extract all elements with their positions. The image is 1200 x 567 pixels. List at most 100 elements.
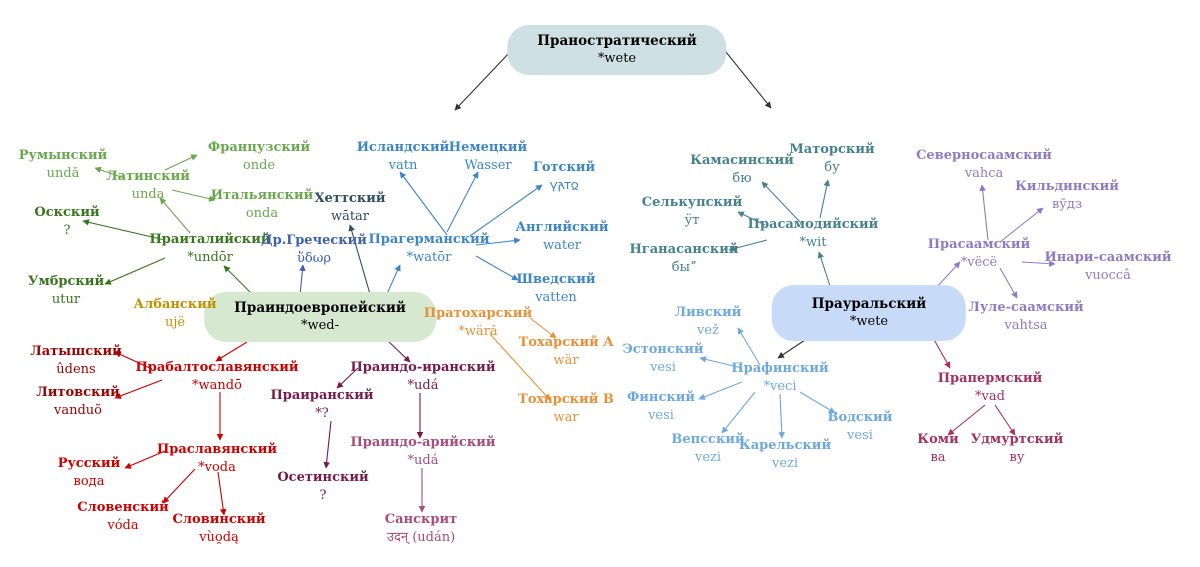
node-proto-balto-slavic: Прабалтославянский *wandō <box>135 359 298 395</box>
node-word: vahca <box>964 166 1004 181</box>
node-name: Прасамодийский <box>747 217 879 232</box>
node-name: Прапермский <box>937 371 1043 386</box>
node-name: Словинский <box>172 512 266 527</box>
node-word: *wete <box>597 51 637 66</box>
arrow-connector <box>215 341 248 362</box>
arrow-connector <box>999 267 1018 299</box>
node-kildin-saami: Кильдинский вӯдз <box>1015 178 1119 214</box>
node-name: Карельский <box>738 438 832 453</box>
node-name: Шведский <box>516 272 596 287</box>
arrow-connector <box>162 468 196 504</box>
node-proto-indo-aryan: Праиндо-арийский *udá <box>350 434 495 470</box>
node-word: *wäră <box>458 324 498 339</box>
node-name: Праиндо-иранский <box>350 360 496 375</box>
node-tocharian-a: Тохарский A wär <box>519 334 614 370</box>
arrow-connector <box>82 219 166 241</box>
node-name: Прасаамский <box>927 237 1031 252</box>
node-votic: Водский vesi <box>828 409 893 445</box>
node-word: ва <box>930 450 946 465</box>
node-word: undă <box>46 166 80 181</box>
node-name: Тохарский B <box>518 392 614 407</box>
node-lithuanian: Литовский vanduõ <box>36 384 119 420</box>
node-word: *undōr <box>187 250 233 265</box>
node-proto-indo-european: Праиндоевропейский *wed- <box>204 292 436 342</box>
node-name: Вепсский <box>671 432 745 447</box>
node-name: Санскрит <box>384 512 458 527</box>
node-word: *voda <box>198 460 236 475</box>
node-name: Румынский <box>18 148 108 163</box>
node-hittite: Хеттский wātar <box>314 190 385 226</box>
node-umbrian: Умбрский utur <box>28 273 104 309</box>
node-word: ? <box>63 223 71 238</box>
node-word: быˮ <box>671 260 697 275</box>
node-sanskrit: Санскрит उदन् (udán) <box>385 511 457 547</box>
node-word: water <box>542 238 582 253</box>
node-name: Коми <box>917 432 959 447</box>
node-word: вода <box>73 474 105 489</box>
node-proto-slavic: Праславянский *voda <box>157 441 277 477</box>
node-word: unda <box>131 187 165 202</box>
node-word: *wandō <box>192 378 242 393</box>
node-name: Латышский <box>30 344 122 359</box>
node-name: Пратохарский <box>423 306 533 321</box>
node-word: *udá <box>407 453 439 468</box>
node-proto-nostratic: Праностратический *wete <box>507 25 727 75</box>
node-name: Кильдинский <box>1015 179 1119 194</box>
node-word: vesi <box>650 360 676 375</box>
node-english: Английский water <box>515 219 608 255</box>
node-name: Ливский <box>674 305 742 320</box>
node-name: Осетинский <box>277 470 369 485</box>
node-word: wär <box>553 353 579 368</box>
arrow-connector <box>994 404 1016 436</box>
node-word: *wete <box>849 314 889 329</box>
node-name: Праиталийский <box>149 232 271 247</box>
node-name: Французский <box>207 140 311 155</box>
arrow-connector <box>164 154 198 171</box>
node-word: *watōr <box>406 250 452 265</box>
node-word: vesi <box>847 428 873 443</box>
arrow-connector <box>223 265 253 295</box>
arrow-connector <box>778 393 786 439</box>
arrow-connector <box>336 367 359 389</box>
arrow-connector <box>737 327 761 366</box>
node-name: Прагерманский <box>368 232 490 247</box>
node-latin: Латинский unda <box>106 168 190 204</box>
node-word: *udá <box>407 378 439 393</box>
node-ossetian: Осетинский ? <box>277 469 368 505</box>
node-name: Исландский <box>356 140 450 155</box>
node-lule-saami: Луле-саамский vahtsa <box>968 299 1083 335</box>
node-proto-tocharian: Пратохарский *wäră <box>424 305 532 341</box>
node-proto-iranian: Праиранский *? <box>270 387 373 423</box>
node-word: vezi <box>771 456 799 471</box>
node-word: 𐍅𐌰𐍄𐍉 <box>549 178 579 193</box>
node-word: vùo̯dą <box>199 530 239 545</box>
node-name: Др.Греческий <box>261 233 367 248</box>
node-word: бу <box>824 160 840 175</box>
node-name: Финский <box>626 390 696 405</box>
node-proto-finnic: Прафинский *veci <box>731 360 828 396</box>
arrow-connector <box>698 381 743 400</box>
arrow-connector <box>348 224 371 295</box>
node-estonian: Эстонский vesi <box>622 341 703 377</box>
node-word: *vad <box>975 389 1005 404</box>
node-oscan: Оскский ? <box>34 204 99 240</box>
node-name: Словенский <box>77 500 169 515</box>
arrow-connector <box>725 51 772 109</box>
arrow-connector <box>699 356 743 369</box>
node-icelandic: Исландский vatn <box>357 139 450 175</box>
node-name: Нганасанский <box>629 242 739 257</box>
node-german: Немецкий Wasser <box>449 139 527 175</box>
arrow-connector <box>475 255 519 281</box>
node-proto-indo-iranian: Праиндо-иранский *udá <box>351 359 496 395</box>
node-proto-italic: Праиталийский *undōr <box>150 231 271 267</box>
node-word: war <box>553 410 579 425</box>
node-name: Оскский <box>34 205 100 220</box>
node-name: Селькупский <box>641 195 743 210</box>
node-slovincian: Словинский vùo̯dą <box>173 511 266 547</box>
arrow-connector <box>931 335 951 369</box>
arrow-connector <box>728 239 768 252</box>
node-word: ὕδωρ <box>297 251 331 266</box>
node-name: Водский <box>827 410 893 425</box>
node-name: Праиндоевропейский <box>234 300 406 316</box>
